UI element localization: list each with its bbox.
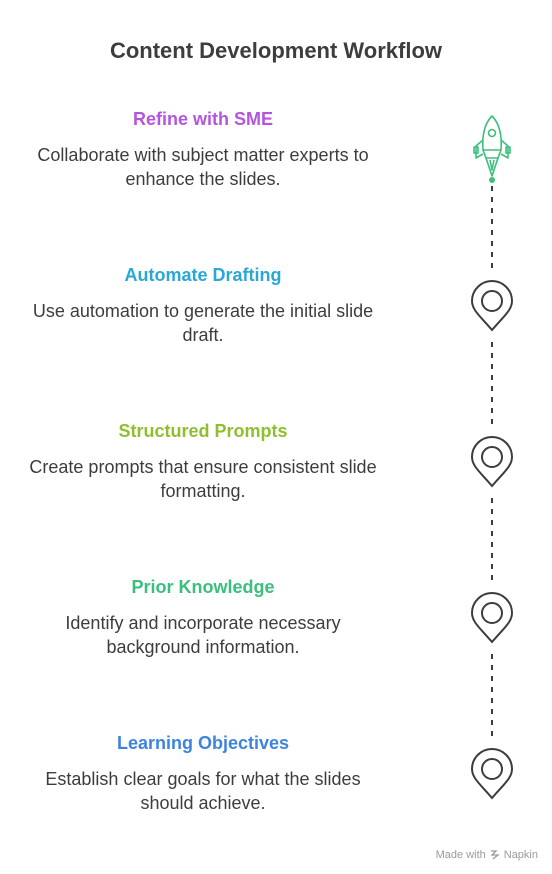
step-refine-with-sme: Refine with SME Collaborate with subject… [18, 109, 388, 191]
rocket-icon [473, 115, 511, 184]
step-title: Structured Prompts [118, 421, 288, 441]
made-with-label: Made with [435, 849, 486, 861]
step-structured-prompts: Structured Prompts Create prompts that e… [18, 421, 388, 503]
step-description: Use automation to generate the initial s… [32, 301, 374, 345]
location-pin-icon [470, 436, 514, 488]
step-automate-drafting: Automate Drafting Use automation to gene… [18, 265, 388, 347]
page-title: Content Development Workflow [109, 38, 443, 63]
step-title: Learning Objectives [116, 733, 290, 753]
step-title: Automate Drafting [124, 265, 282, 285]
napkin-brand: Napkin [503, 849, 538, 861]
step-prior-knowledge: Prior Knowledge Identify and incorporate… [18, 577, 388, 659]
location-pin-icon [470, 748, 514, 800]
napkin-logo-icon [490, 850, 500, 860]
step-description: Identify and incorporate necessary backg… [65, 613, 341, 657]
step-learning-objectives: Learning Objectives Establish clear goal… [18, 733, 388, 815]
step-description: Collaborate with subject matter experts … [37, 145, 369, 189]
step-title: Prior Knowledge [131, 577, 275, 597]
location-pin-icon [470, 592, 514, 644]
step-title: Refine with SME [132, 109, 273, 129]
step-description: Establish clear goals for what the slide… [45, 769, 361, 813]
location-pin-icon [470, 280, 514, 332]
made-with-napkin[interactable]: Made with Napkin [436, 849, 538, 861]
step-description: Create prompts that ensure consistent sl… [29, 457, 377, 501]
